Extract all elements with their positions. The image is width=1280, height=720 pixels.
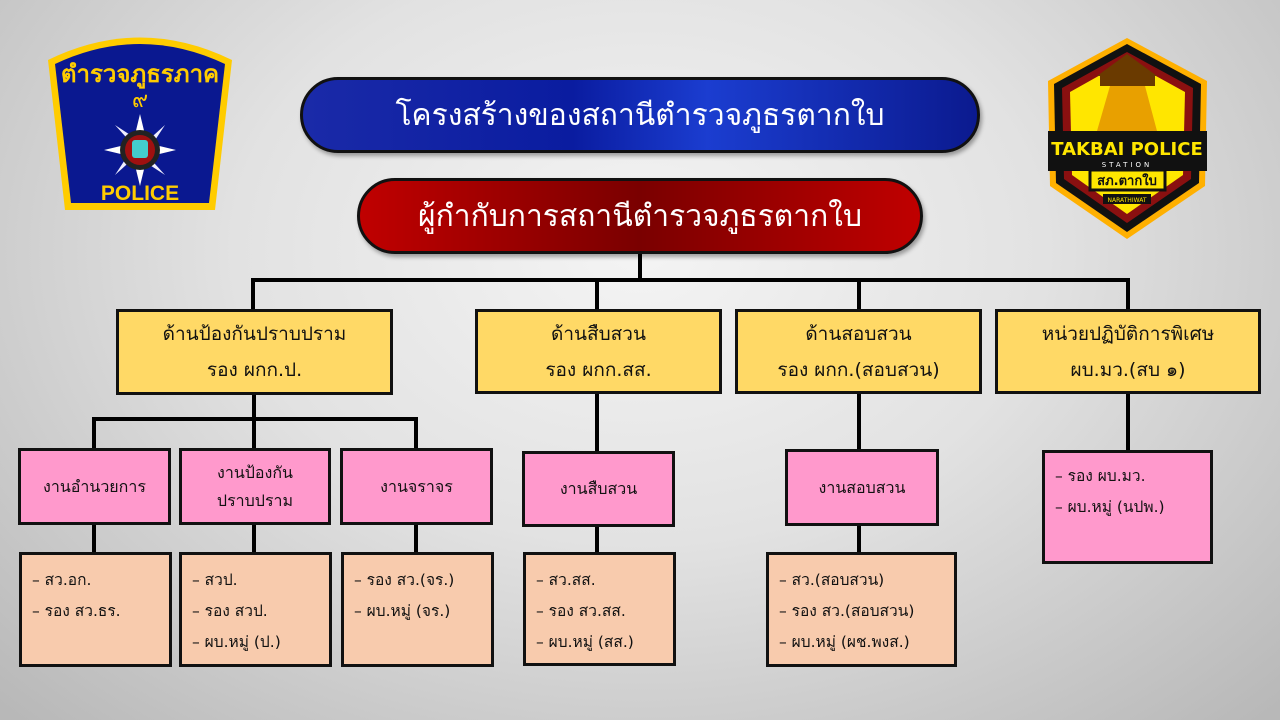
police-star-emblem-icon: [104, 114, 176, 186]
staff-item: – ผบ.หมู่ (ผช.พงส.): [779, 633, 910, 651]
division-box: ด้านสอบสวนรอง ผกก.(สอบสวน): [735, 309, 982, 394]
staff-item: – สวป.: [192, 571, 238, 589]
staff-box: – สว.อก. – รอง สว.ธร.: [19, 552, 172, 667]
logo-region-number: ๙: [132, 88, 148, 113]
connector-line: [251, 278, 1130, 282]
logo-station-thai: สภ.ตากใบ: [1097, 172, 1157, 189]
division-name: ด้านสอบสวน: [805, 322, 912, 345]
unit-box: งานสอบสวน: [785, 449, 939, 526]
division-box: ด้านสืบสวนรอง ผกก.สส.: [475, 309, 722, 394]
connector-line: [252, 417, 256, 449]
division-box: หน่วยปฏิบัติการพิเศษผบ.มว.(สบ ๑): [995, 309, 1261, 394]
division-name: หน่วยปฏิบัติการพิเศษ: [1041, 322, 1215, 345]
unit-box: งานสืบสวน: [522, 451, 675, 527]
unit-name: ปราบปราม: [216, 490, 294, 510]
division-name: ด้านสืบสวน: [551, 322, 646, 345]
staff-item: – สว.สส.: [536, 571, 596, 589]
connector-line: [595, 392, 599, 452]
staff-box: – สว.สส. – รอง สว.สส. – ผบ.หมู่ (สส.): [523, 552, 676, 666]
division-name: ด้านป้องกันปราบปราม: [162, 323, 347, 345]
staff-item: – สว.อก.: [32, 571, 92, 589]
connector-line: [595, 525, 599, 553]
division-head: รอง ผกก.(สอบสวน): [777, 358, 940, 381]
connector-line: [414, 523, 418, 553]
connector-line: [857, 392, 861, 450]
staff-box: – สว.(สอบสวน) – รอง สว.(สอบสวน) – ผบ.หมู่ …: [766, 552, 957, 667]
unit-name: งานอำนวยการ: [43, 476, 146, 496]
unit-name: งานสืบสวน: [559, 479, 638, 498]
division-box: ด้านป้องกันปราบปรามรอง ผกก.ป.: [116, 309, 393, 395]
staff-item: – ผบ.หมู่ (สส.): [536, 633, 634, 651]
connector-line: [595, 278, 599, 310]
unit-box: – รอง ผบ.มว. – ผบ.หมู่ (นปพ.): [1042, 450, 1213, 564]
staff-box: – สวป. – รอง สวป. – ผบ.หมู่ (ป.): [179, 552, 332, 667]
staff-box: – รอง สว.(จร.) – ผบ.หมู่ (จร.): [341, 552, 494, 667]
connector-line: [92, 417, 96, 449]
takbai-station-logo: TAKBAI POLICE STATION สภ.ตากใบ NARATHIWA…: [1048, 38, 1207, 239]
superintendent-box: ผู้กำกับการสถานีตำรวจภูธรตากใบ: [357, 178, 923, 254]
unit-name: งานจราจร: [380, 476, 453, 496]
connector-line: [857, 278, 861, 310]
staff-item: – ผบ.หมู่ (ป.): [192, 633, 281, 651]
logo-station-subtitle: STATION: [1102, 161, 1153, 169]
staff-item: – รอง สว.(จร.): [354, 571, 455, 589]
staff-item: – สว.(สอบสวน): [779, 571, 885, 589]
regional-police-logo: ตำรวจภูธรภาค ๙ POLICE: [48, 37, 232, 210]
division-head: ผบ.มว.(สบ ๑): [1070, 358, 1186, 381]
staff-item: – รอง ผบ.มว.: [1055, 467, 1146, 485]
connector-line: [252, 393, 256, 420]
staff-item: – ผบ.หมู่ (จร.): [354, 602, 451, 620]
connector-line: [857, 524, 861, 553]
logo-region-text: ตำรวจภูธรภาค: [61, 60, 219, 89]
staff-item: – รอง สว.ธร.: [32, 602, 121, 620]
division-head: รอง ผกก.ป.: [206, 359, 303, 381]
connector-line: [1126, 392, 1130, 451]
page-title: โครงสร้างของสถานีตำรวจภูธรตากใบ: [300, 77, 980, 153]
connector-line: [414, 417, 418, 449]
division-head: รอง ผกก.สส.: [545, 358, 652, 381]
logo-province: NARATHIWAT: [1107, 197, 1146, 204]
connector-line: [638, 254, 642, 282]
logo-station-name: TAKBAI POLICE: [1051, 139, 1203, 160]
staff-item: – รอง สวป.: [192, 602, 268, 620]
staff-item: – ผบ.หมู่ (นปพ.): [1055, 498, 1165, 516]
unit-name: งานป้องกัน: [217, 462, 293, 482]
connector-line: [1126, 278, 1130, 310]
unit-name: งานสอบสวน: [818, 477, 906, 497]
staff-item: – รอง สว.(สอบสวน): [779, 602, 915, 620]
unit-box: งานจราจร: [340, 448, 493, 525]
staff-item: – รอง สว.สส.: [536, 602, 626, 620]
connector-line: [92, 523, 96, 553]
logo-police-text: POLICE: [101, 182, 179, 205]
unit-box: งานอำนวยการ: [18, 448, 171, 525]
unit-box: งานป้องกันปราบปราม: [179, 448, 331, 525]
connector-line: [252, 523, 256, 553]
connector-line: [251, 278, 255, 310]
